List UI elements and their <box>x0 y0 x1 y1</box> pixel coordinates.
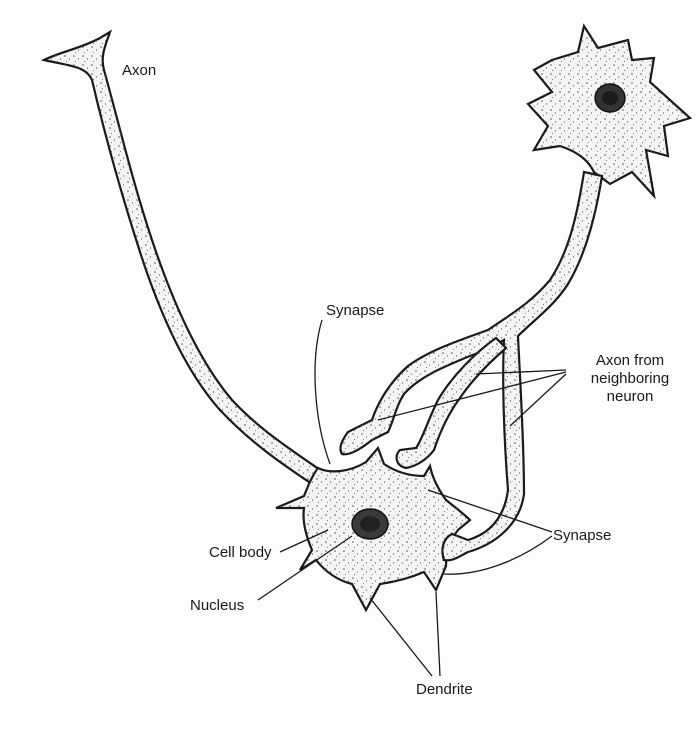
label-axon-from-line2: neighboring <box>570 370 690 388</box>
label-synapse-right: Synapse <box>553 527 611 545</box>
label-cell-body: Cell body <box>209 544 272 562</box>
leader-axon-from-1 <box>476 370 566 374</box>
label-nucleus: Nucleus <box>190 597 244 615</box>
leader-synapse-top <box>315 320 330 464</box>
leader-dendrite-1 <box>370 598 432 676</box>
label-synapse-top: Synapse <box>326 302 384 320</box>
label-axon-from-neighboring-neuron: Axon from neighboring neuron <box>570 352 690 406</box>
leader-dendrite-2 <box>436 592 440 676</box>
main-axon <box>44 32 320 484</box>
label-dendrite: Dendrite <box>416 681 473 699</box>
label-axon: Axon <box>122 62 156 80</box>
label-axon-from-line3: neuron <box>570 388 690 406</box>
label-axon-from-line1: Axon from <box>570 352 690 370</box>
